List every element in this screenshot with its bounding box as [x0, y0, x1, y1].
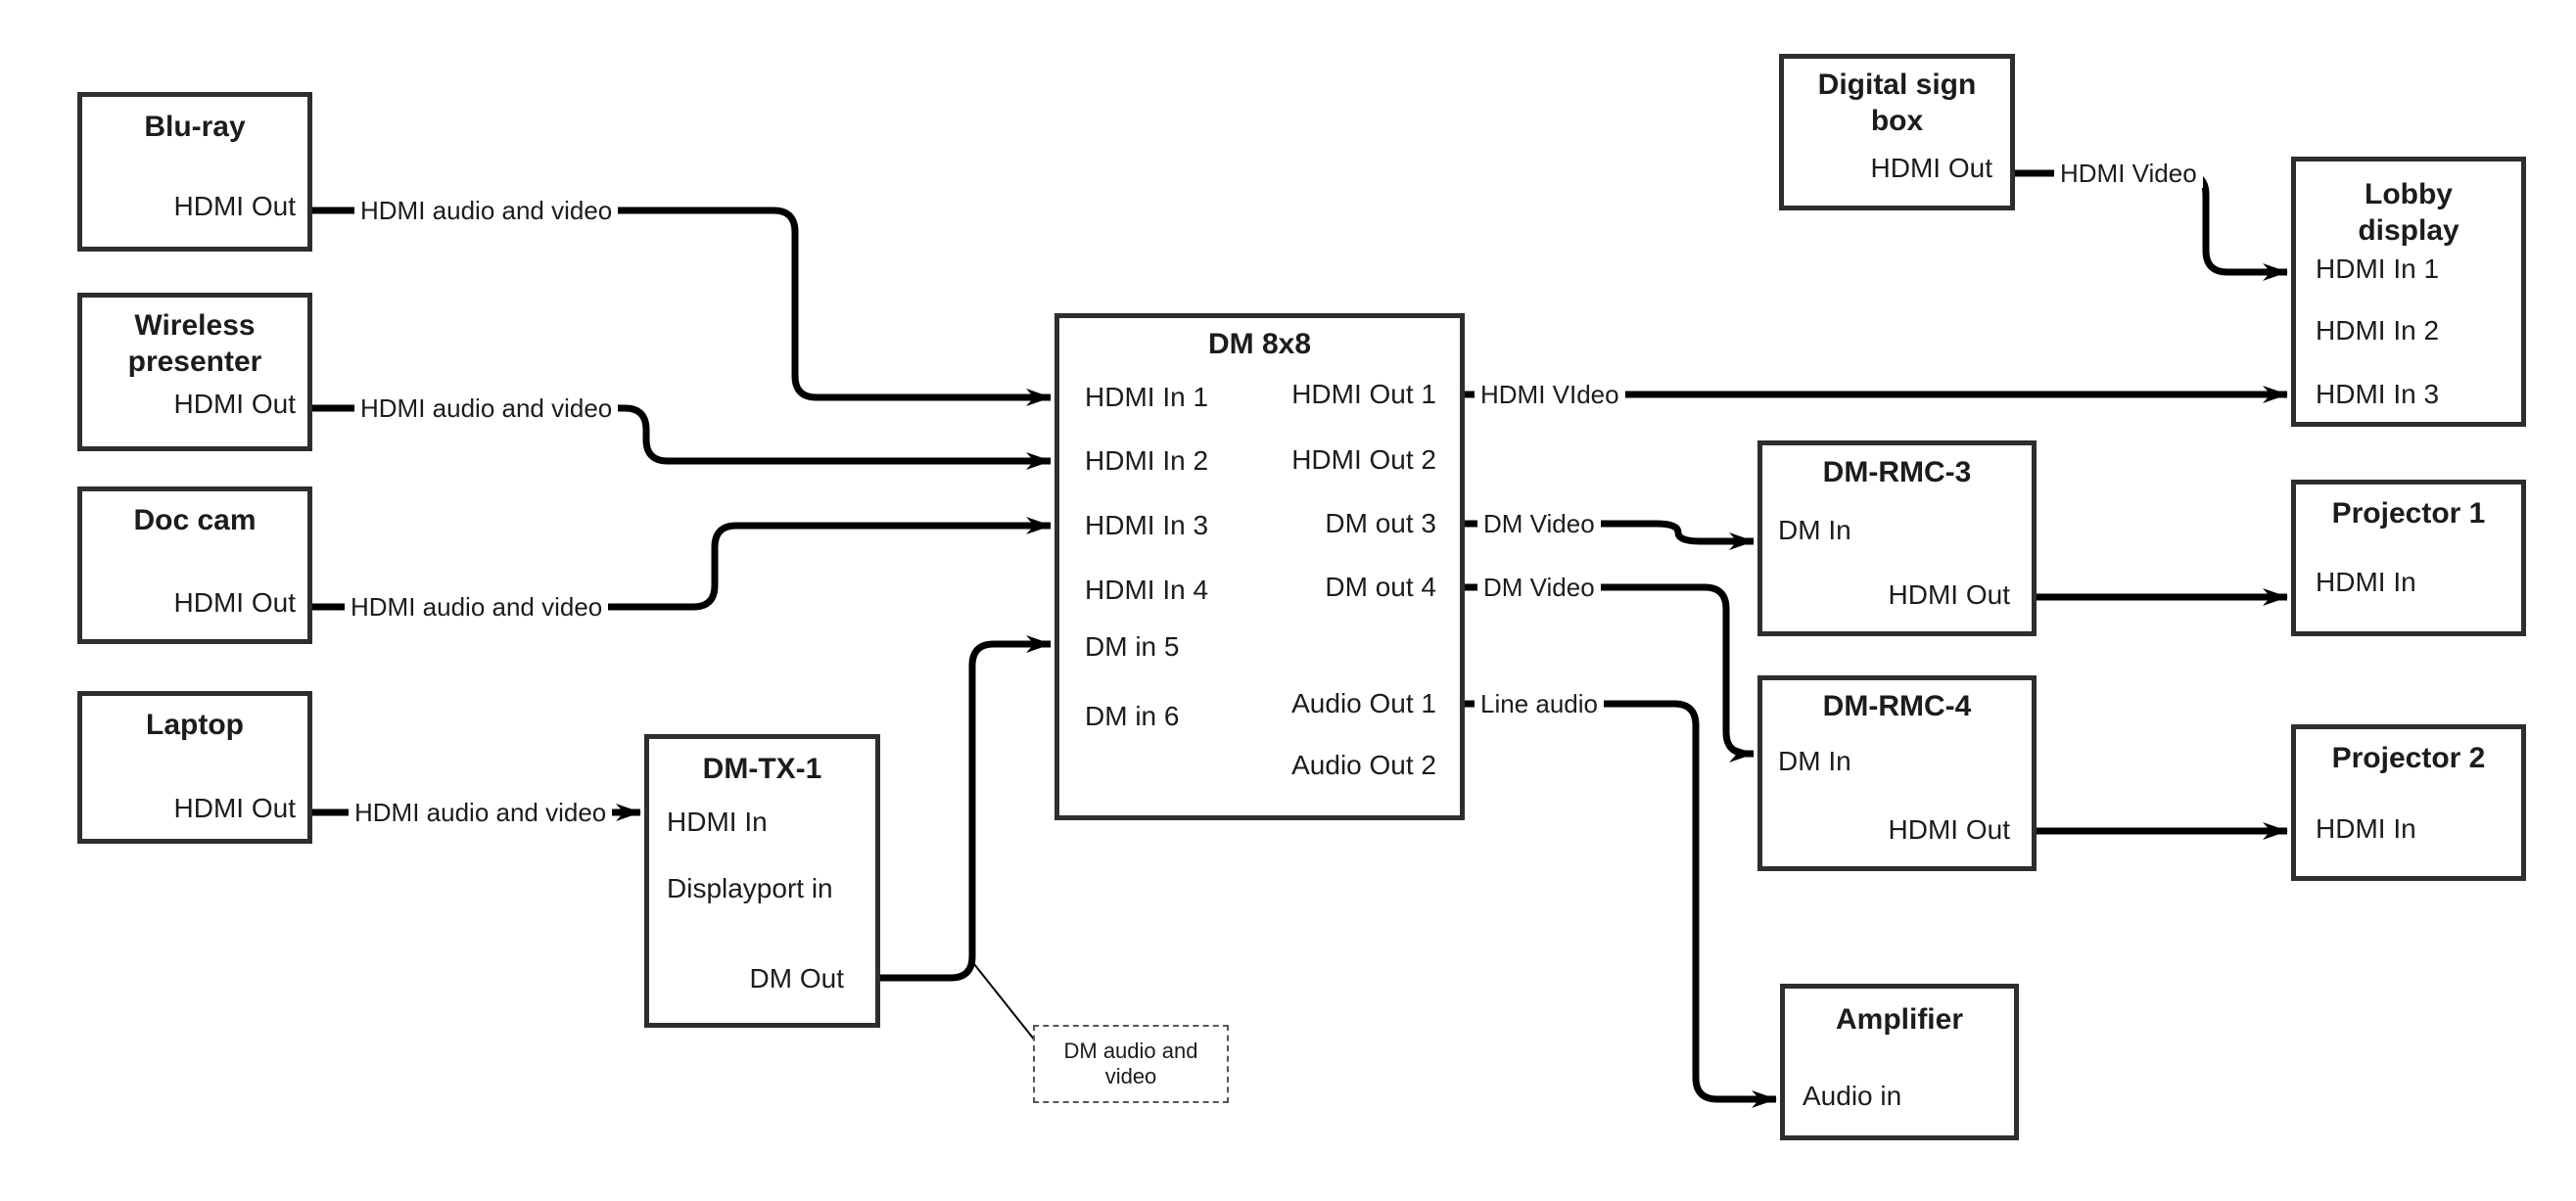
node-title: Doc cam: [133, 504, 257, 536]
node-title: Projector 1: [2331, 497, 2486, 530]
note-callout-line: [973, 963, 1036, 1041]
node-title: Laptop: [146, 709, 244, 741]
port-dm-in-5: DM in 5: [1085, 631, 1180, 662]
port-hdmi-out: HDMI Out: [1888, 579, 2010, 610]
node-dm-rmc-4: DM-RMC-4 DM In HDMI Out: [1757, 675, 2037, 871]
wire-label-hdmi-av-laptop: HDMI audio and video: [349, 798, 613, 827]
node-digital-sign-box: Digital sign box HDMI Out: [1779, 54, 2015, 210]
wire-digitalsign-to-lobby-in1: [2015, 169, 2288, 281]
port-displayport-in: Displayport in: [667, 873, 833, 903]
node-title: DM-TX-1: [702, 753, 822, 785]
node-title: DM-RMC-4: [1822, 690, 1972, 722]
port-hdmi-out-1: HDMI Out 1: [1291, 379, 1436, 409]
port-hdmi-in: HDMI In: [667, 807, 768, 837]
wire-label-line-audio: Line audio: [1475, 689, 1604, 718]
node-title: Wireless presenter: [127, 309, 262, 378]
node-projector-1: Projector 1 HDMI In: [2291, 480, 2526, 636]
port-hdmi-in-4: HDMI In 4: [1085, 575, 1209, 605]
note-text: DM audio and video: [1063, 1039, 1198, 1088]
port-dm-in: DM In: [1778, 515, 1851, 545]
node-amplifier: Amplifier Audio in: [1780, 984, 2019, 1140]
node-title: Digital sign box: [1817, 69, 1977, 137]
port-hdmi-out: HDMI Out: [1888, 814, 2010, 845]
port-hdmi-in: HDMI In: [2316, 813, 2416, 844]
node-dm-rmc-3: DM-RMC-3 DM In HDMI Out: [1757, 440, 2037, 636]
port-hdmi-in-2: HDMI In 2: [2316, 315, 2440, 346]
wire-dm8x8-out4-to-rmc4: [1465, 583, 1755, 762]
port-hdmi-out: HDMI Out: [173, 587, 296, 618]
wire-label-hdmi-av-doccam: HDMI audio and video: [345, 592, 609, 622]
node-title: Lobby display: [2358, 178, 2459, 247]
wire-dm8x8-out3-to-rmc3: [1465, 520, 1755, 550]
node-lobby-display: Lobby display HDMI In 1 HDMI In 2 HDMI I…: [2291, 157, 2526, 427]
node-title: Projector 2: [2331, 742, 2486, 774]
wire-label-dm-video-out3: DM Video: [1477, 509, 1601, 538]
wire-label-hdmi-video-sign: HDMI Video: [2054, 159, 2203, 188]
port-hdmi-out: HDMI Out: [173, 793, 296, 823]
port-audio-out-2: Audio Out 2: [1291, 750, 1436, 780]
node-blu-ray: Blu-ray HDMI Out: [77, 92, 312, 252]
wire-bluray-to-dm8x8-in1: [312, 207, 1052, 406]
node-dm-8x8: DM 8x8 HDMI In 1 HDMI In 2 HDMI In 3 HDM…: [1054, 313, 1465, 820]
node-title: DM-RMC-3: [1822, 456, 1972, 488]
wire-label-hdmi-av-wireless: HDMI audio and video: [354, 393, 619, 423]
port-dm-out-3: DM out 3: [1325, 508, 1436, 538]
node-doc-cam: Doc cam HDMI Out: [77, 486, 312, 644]
port-hdmi-in-2: HDMI In 2: [1085, 445, 1209, 476]
wire-label-dm-video-out4: DM Video: [1477, 573, 1601, 602]
node-title: Blu-ray: [144, 111, 246, 143]
node-projector-2: Projector 2 HDMI In: [2291, 724, 2526, 881]
port-hdmi-out: HDMI Out: [1870, 153, 1992, 183]
wire-wireless-to-dm8x8-in2: [312, 404, 1052, 470]
port-audio-out-1: Audio Out 1: [1291, 688, 1436, 718]
wire-dm8x8-audio1-to-amplifier: [1465, 700, 1777, 1108]
port-audio-in: Audio in: [1803, 1081, 1902, 1111]
port-hdmi-in-1: HDMI In 1: [1085, 382, 1209, 412]
node-title: Amplifier: [1835, 1003, 1964, 1036]
wire-dmtx1-to-dm8x8-in5: [880, 635, 1052, 982]
port-dm-in-6: DM in 6: [1085, 701, 1180, 731]
note-dm-audio-and-video: DM audio and video: [1033, 1025, 1229, 1103]
node-laptop: Laptop HDMI Out: [77, 691, 312, 844]
port-dm-out-4: DM out 4: [1325, 572, 1436, 602]
port-hdmi-in-3: HDMI In 3: [1085, 510, 1209, 540]
port-dm-in: DM In: [1778, 746, 1851, 776]
port-hdmi-out: HDMI Out: [173, 389, 296, 419]
port-hdmi-out-2: HDMI Out 2: [1291, 444, 1436, 475]
node-wireless-presenter: Wireless presenter HDMI Out: [77, 293, 312, 451]
port-hdmi-in-1: HDMI In 1: [2316, 254, 2440, 284]
port-hdmi-in-3: HDMI In 3: [2316, 379, 2440, 409]
port-hdmi-in: HDMI In: [2316, 567, 2416, 597]
wire-label-hdmi-av-bluray: HDMI audio and video: [354, 196, 619, 225]
node-dm-tx-1: DM-TX-1 HDMI In Displayport in DM Out: [644, 734, 880, 1028]
wire-doccam-to-dm8x8-in3: [312, 517, 1052, 611]
port-dm-out: DM Out: [749, 963, 844, 993]
port-hdmi-out: HDMI Out: [173, 191, 296, 221]
wire-label-hdmi-video-out1: HDMI VIdeo: [1475, 380, 1625, 409]
node-title: DM 8x8: [1207, 328, 1312, 360]
